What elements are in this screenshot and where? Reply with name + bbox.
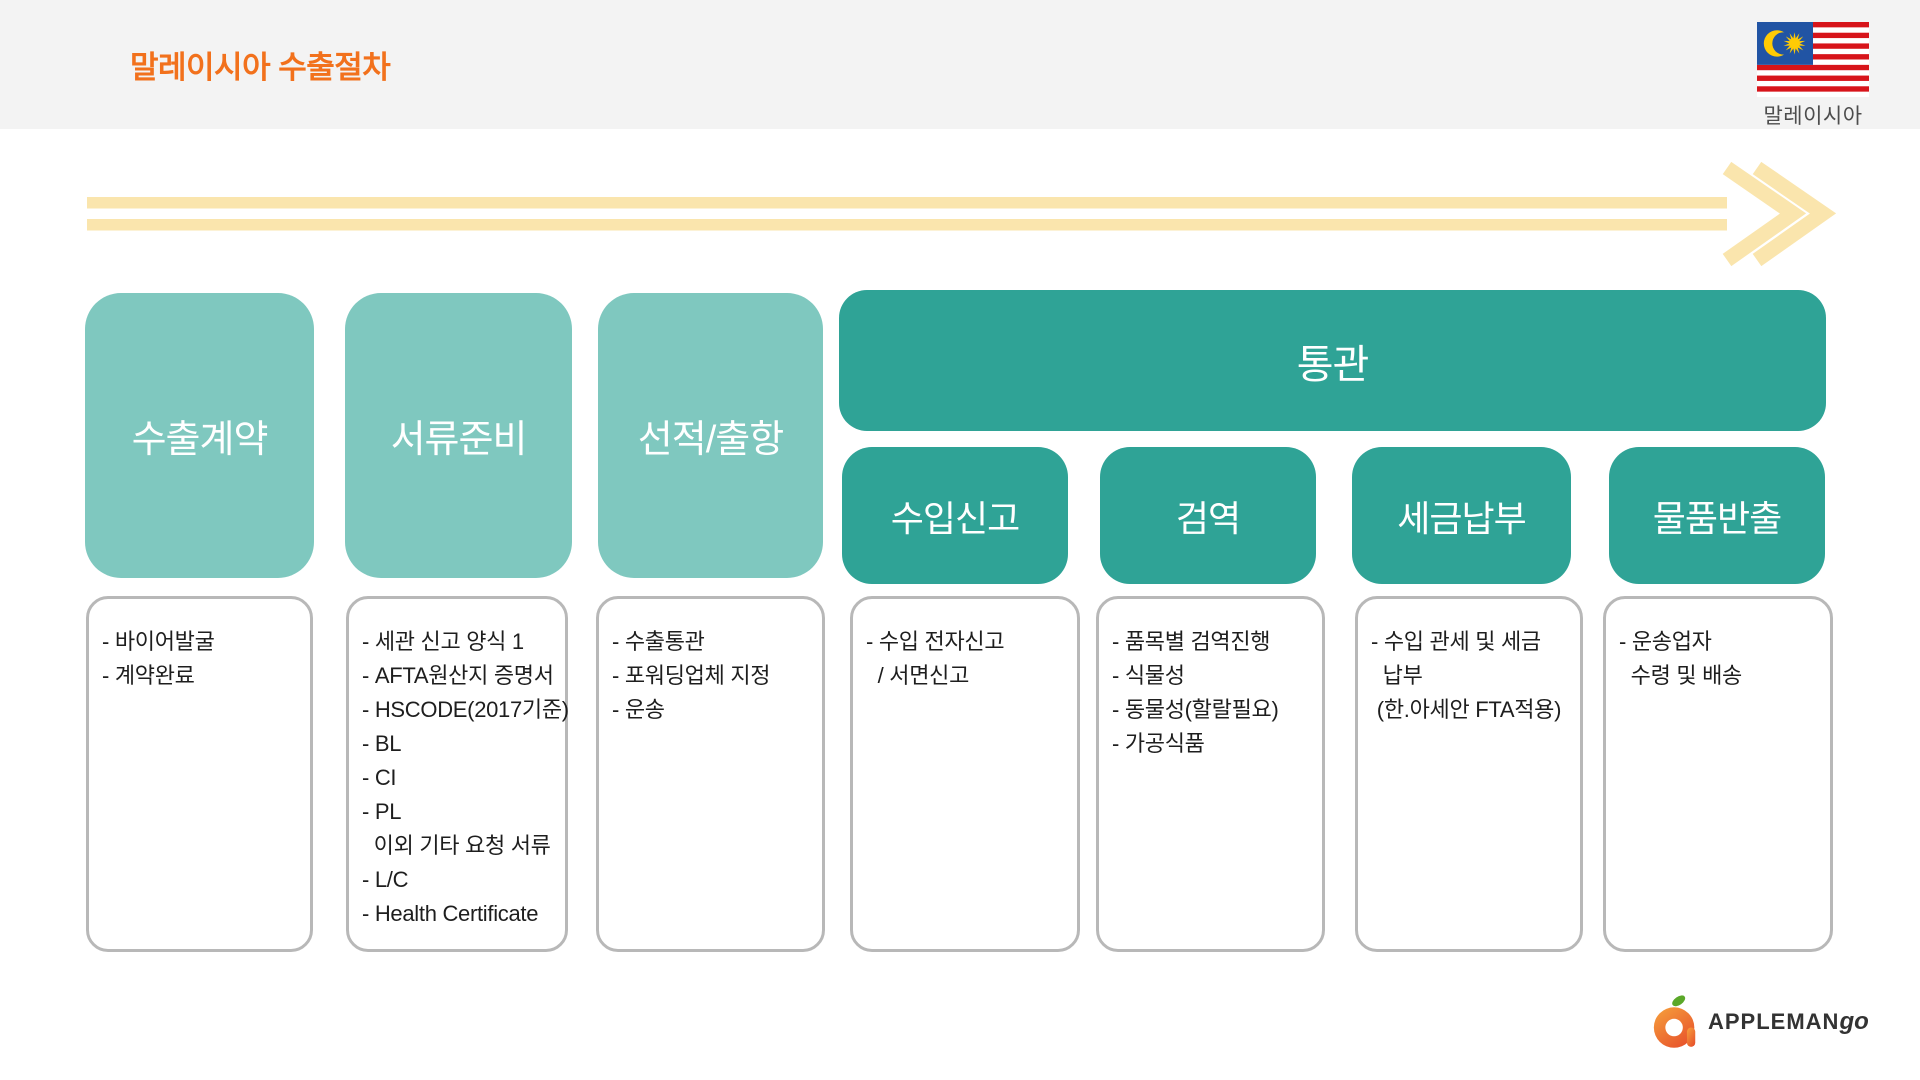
step-box-document-prep: 서류준비 (345, 293, 572, 578)
page-title: 말레이시아 수출절차 (130, 50, 391, 85)
detail-box-import-declaration: - 수입 전자신고 / 서면신고 (850, 596, 1080, 952)
detail-box-tax-payment: - 수입 관세 및 세금 납부 (한.아세안 FTA적용) (1355, 596, 1583, 952)
detail-box-export-contract: - 바이어발굴 - 계약완료 (86, 596, 313, 952)
substep-label: 세금납부 (1397, 497, 1526, 539)
applemango-logo: APPLEMANgo (1652, 992, 1869, 1052)
applemango-logo-text: APPLEMANgo (1708, 1008, 1869, 1036)
customs-header-box: 통관 (839, 290, 1826, 431)
customs-label: 통관 (1296, 342, 1370, 387)
malaysia-flag-icon (1757, 22, 1869, 97)
step-box-shipping-departure: 선적/출항 (598, 293, 823, 578)
detail-box-document-prep: - 세관 신고 양식 1 - AFTA원산지 증명서 - HSCODE(2017… (346, 596, 569, 952)
substep-box-import-declaration: 수입신고 (842, 447, 1068, 584)
malaysia-flag-block: 말레이시아 (1757, 22, 1869, 130)
logo-text-go: go (1839, 1008, 1869, 1035)
logo-text-main: APPLEMAN (1708, 1009, 1840, 1034)
substep-box-quarantine: 검역 (1100, 447, 1316, 584)
substep-box-tax-payment: 세금납부 (1352, 447, 1571, 584)
detail-box-goods-release: - 운송업자 수령 및 배송 (1603, 596, 1833, 952)
flag-country-label: 말레이시아 (1763, 105, 1863, 128)
flow-arrow-icon (87, 161, 1837, 267)
step-label: 서류준비 (390, 419, 528, 461)
detail-box-quarantine: - 품목별 검역진행 - 식물성 - 동물성(할랄필요) - 가공식품 (1096, 596, 1325, 952)
flag-star-icon (1783, 32, 1806, 55)
substep-label: 검역 (1175, 497, 1241, 539)
substep-box-goods-release: 물품반출 (1609, 447, 1825, 584)
step-label: 선적/출항 (637, 419, 784, 461)
header-bar (0, 0, 1920, 129)
substep-label: 물품반출 (1652, 497, 1782, 539)
applemango-logo-icon (1653, 995, 1696, 1048)
detail-box-shipping-departure: - 수출통관 - 포워딩업체 지정 - 운송 (596, 596, 825, 952)
substep-label: 수입신고 (890, 497, 1020, 539)
step-box-export-contract: 수출계약 (85, 293, 314, 578)
step-label: 수출계약 (131, 419, 269, 461)
